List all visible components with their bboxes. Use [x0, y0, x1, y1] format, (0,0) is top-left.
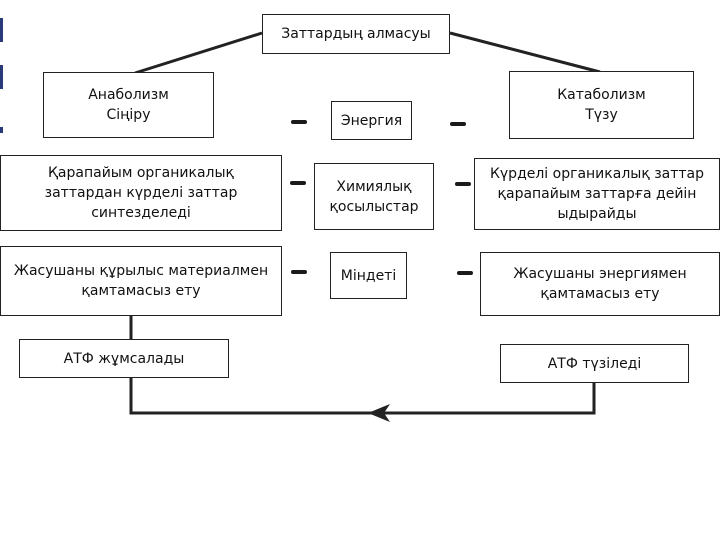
- connector-dash: [455, 182, 471, 186]
- loop-arrowhead-icon: [368, 404, 390, 422]
- metabolism-title: Заттардың алмасуы: [281, 26, 431, 42]
- catabolism-chemical-box: Күрделі органикалық заттар қарапайым зат…: [474, 158, 720, 230]
- chemical-line: қосылыстар: [329, 198, 419, 215]
- metabolism-title-box: Заттардың алмасуы: [262, 14, 450, 54]
- anabolism-alt: Сіңіру: [106, 107, 151, 123]
- catabolism-purpose-line: қамтамасыз ету: [540, 286, 660, 302]
- purpose-label: Міндеті: [340, 267, 397, 284]
- anabolism-purpose-line: қамтамасыз ету: [81, 283, 201, 299]
- anabolism-atp-box: АТФ жұмсалады: [19, 339, 229, 378]
- energy-label: Энергия: [340, 112, 403, 129]
- chemical-compounds-box: Химиялық қосылыстар: [314, 163, 434, 230]
- anabolism-purpose-line: Жасушаны құрылыс материалмен: [13, 263, 269, 279]
- connector-dash: [291, 270, 307, 274]
- connector-dash: [290, 181, 306, 185]
- catabolism-chemical-line: қарапайым заттарға дейін: [497, 186, 697, 202]
- connector-dash: [291, 120, 307, 124]
- feedback-loop: [129, 378, 596, 415]
- catabolism-purpose-line: Жасушаны энергиямен: [513, 266, 687, 282]
- chemical-line: Химиялық: [336, 178, 412, 195]
- anabolism-purpose-box: Жасушаны құрылыс материалмен қамтамасыз …: [0, 246, 282, 316]
- anabolism-atp-label: АТФ жұмсалады: [63, 350, 185, 367]
- edge-marker: [0, 65, 3, 89]
- energy-box: Энергия: [331, 101, 412, 140]
- catabolism-box: Катаболизм Түзу: [509, 71, 694, 139]
- catabolism-chemical-line: Күрделі органикалық заттар: [489, 166, 705, 182]
- catabolism-atp-box: АТФ түзіледі: [500, 344, 689, 383]
- connector-title-catabolism: [449, 31, 601, 74]
- catabolism-name: Катаболизм: [557, 87, 646, 103]
- connector-dash: [457, 271, 473, 275]
- connector-title-anabolism: [134, 31, 263, 75]
- anabolism-chemical-line: синтезделеді: [91, 205, 191, 221]
- anabolism-chemical-line: Қарапайым органикалық: [47, 165, 234, 181]
- catabolism-alt: Түзу: [585, 107, 618, 123]
- edge-marker: [0, 18, 3, 42]
- anabolism-chemical-line: заттардан күрделі заттар: [44, 185, 238, 201]
- edge-marker: [0, 127, 3, 133]
- catabolism-atp-label: АТФ түзіледі: [547, 355, 642, 372]
- purpose-box: Міндеті: [330, 252, 407, 299]
- connector-dash: [450, 122, 466, 126]
- anabolism-box: Анаболизм Сіңіру: [43, 72, 214, 138]
- catabolism-chemical-line: ыдырайды: [557, 206, 637, 222]
- anabolism-name: Анаболизм: [88, 87, 169, 103]
- catabolism-purpose-box: Жасушаны энергиямен қамтамасыз ету: [480, 252, 720, 316]
- anabolism-chemical-box: Қарапайым органикалық заттардан күрделі …: [0, 155, 282, 231]
